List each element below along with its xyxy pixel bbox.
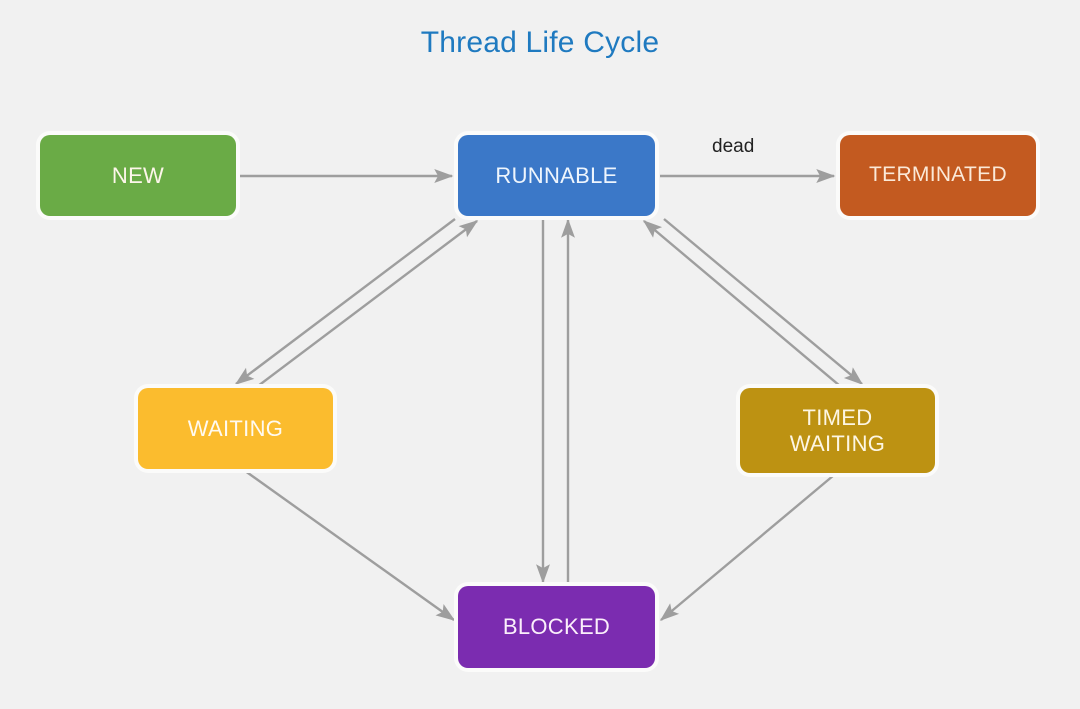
edge-waiting-to-runnable xyxy=(257,220,479,387)
state-node-waiting-label: WAITING xyxy=(187,415,284,441)
state-node-blocked[interactable]: BLOCKED xyxy=(458,586,655,668)
edge-timed-to-blocked xyxy=(659,469,841,621)
state-node-waiting[interactable]: WAITING xyxy=(138,388,333,469)
state-node-timed-waiting-label-line1: TIMED xyxy=(802,404,873,430)
edge-timed-to-runnable xyxy=(642,220,841,387)
state-node-runnable[interactable]: RUNNABLE xyxy=(458,135,655,216)
edge-label-dead: dead xyxy=(712,136,755,157)
state-node-terminated[interactable]: TERMINATED xyxy=(840,135,1036,216)
state-node-timed-waiting-label: TIMED WAITING xyxy=(790,405,885,457)
state-node-runnable-label: RUNNABLE xyxy=(495,162,618,188)
state-node-terminated-label: TERMINATED xyxy=(869,163,1007,187)
edge-runnable-to-waiting xyxy=(234,218,456,385)
state-node-new-label: NEW xyxy=(111,162,165,188)
state-node-new[interactable]: NEW xyxy=(40,135,236,216)
state-node-blocked-label: BLOCKED xyxy=(502,614,611,640)
state-node-timed-waiting-label-line2: WAITING xyxy=(789,430,886,456)
state-node-timed-waiting[interactable]: TIMED WAITING xyxy=(740,388,935,473)
edge-runnable-to-timed xyxy=(663,218,864,385)
page-title: Thread Life Cycle xyxy=(420,26,660,59)
edge-waiting-to-blocked xyxy=(240,467,456,621)
